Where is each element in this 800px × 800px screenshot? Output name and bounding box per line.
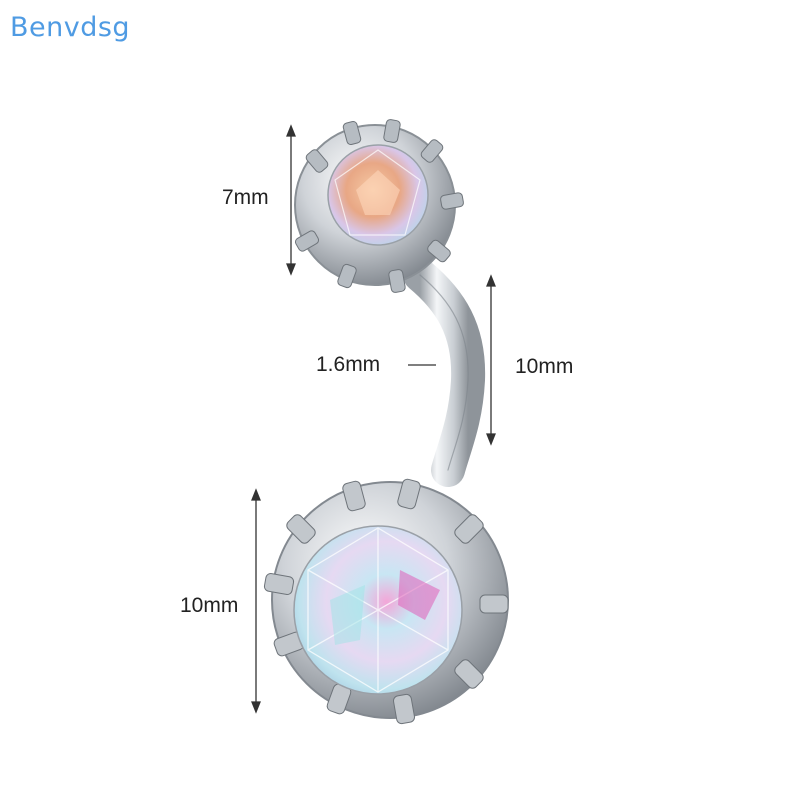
bar-gauge-label: 1.6mm xyxy=(316,353,381,376)
dimension-arrow-top-ball xyxy=(286,124,296,276)
curved-bar xyxy=(403,258,486,487)
bottom-gem xyxy=(263,478,509,725)
dimension-arrow-bar-length xyxy=(486,274,496,446)
brand-watermark: Benvdsg xyxy=(10,12,131,43)
bar-length-label: 10mm xyxy=(515,355,574,378)
top-gem xyxy=(294,119,464,293)
bottom-gem-size-label: 10mm xyxy=(180,594,239,617)
top-ball-size-label: 7mm xyxy=(222,186,269,209)
dimension-arrow-bottom-gem xyxy=(251,488,261,714)
